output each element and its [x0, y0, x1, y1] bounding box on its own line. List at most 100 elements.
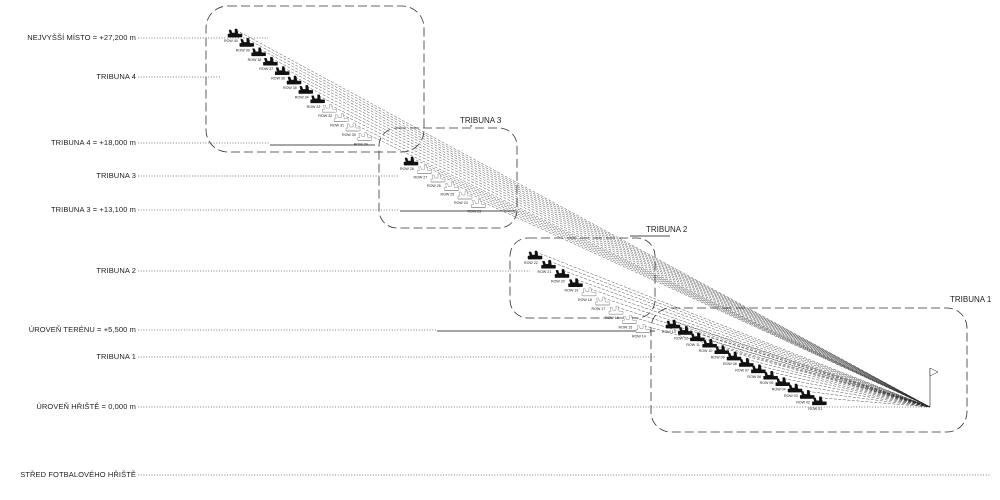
sightline [365, 133, 931, 408]
sightline [353, 123, 931, 408]
seat-icon [738, 358, 754, 367]
label-tribuna-4: TRIBUNA 4 [96, 72, 136, 81]
row-label: ROW 09 [711, 356, 725, 360]
sightline [465, 191, 931, 408]
seat-icon [812, 396, 827, 406]
row-label: ROW 33 [307, 105, 321, 109]
seat-icon [417, 165, 432, 174]
row-label: ROW 02 [796, 400, 810, 404]
title-tribuna-2: TRIBUNA 2 [646, 225, 688, 234]
row-label: ROW 20 [551, 279, 565, 283]
seat-icon [286, 75, 302, 85]
seat-icon [527, 250, 543, 260]
row-label: ROW 31 [330, 124, 344, 128]
sightline [603, 297, 931, 408]
seat-icon [239, 38, 255, 47]
seat-icon [403, 156, 419, 166]
sightline [795, 384, 931, 408]
row-label: ROW 17 [592, 307, 606, 311]
seat-icon [554, 269, 570, 278]
seat-icon [357, 132, 373, 141]
row-label: ROW 25 [441, 193, 455, 197]
label-tribuna-3-level: TRIBUNA 3 = +13,100 m [50, 205, 136, 214]
sightline [808, 391, 931, 408]
row-label: ROW 32 [318, 114, 332, 118]
sightline [759, 365, 931, 408]
row-label: ROW 34 [295, 95, 309, 99]
label-tribuna-4-level: TRIBUNA 4 = +18,000 m [50, 138, 136, 147]
sightline [686, 327, 931, 408]
frame-tribuna-4 [205, 5, 425, 153]
frame-tribuna-1 [650, 307, 968, 433]
row-label: ROW 30 [342, 133, 356, 137]
sightline [452, 183, 931, 408]
row-label: ROW 22 [524, 261, 538, 265]
sightline [673, 320, 931, 408]
sightline [589, 288, 931, 408]
row-label: ROW 04 [772, 388, 786, 392]
frame-tribuna-2 [509, 237, 656, 319]
label-tribuna-3: TRIBUNA 3 [96, 171, 136, 180]
row-label: ROW 10 [699, 349, 713, 353]
seat-icon [763, 370, 778, 380]
row-label: ROW 19 [565, 289, 579, 293]
sightline [330, 105, 931, 408]
sightline [438, 174, 931, 408]
seat-icon [608, 305, 624, 315]
row-label: ROW 38 [248, 58, 262, 62]
sightline [425, 166, 931, 408]
row-label: ROW 05 [760, 381, 774, 385]
seat-icon [751, 364, 766, 374]
seat-icon [322, 103, 337, 113]
seat-icon [444, 182, 459, 191]
row-label: ROW 06 [747, 375, 761, 379]
row-label: ROW 12 [674, 336, 688, 340]
sightline [710, 340, 931, 408]
row-label: ROW 18 [578, 298, 592, 302]
label-tribuna-2: TRIBUNA 2 [96, 266, 136, 275]
sightlines [235, 29, 931, 408]
sightline [318, 95, 931, 408]
seat-icon [622, 315, 637, 324]
seat-icon [690, 332, 705, 342]
row-label: ROW 01 [808, 407, 822, 411]
sightline [235, 29, 931, 408]
seat-icon [635, 324, 651, 333]
seat-icon [702, 338, 717, 348]
row-label: ROW 35 [283, 86, 297, 90]
sightline [549, 261, 931, 408]
sightline [411, 157, 931, 408]
seat-icon [581, 287, 597, 297]
sightline [259, 48, 931, 408]
seat-icon [775, 377, 791, 386]
seat-icon [568, 278, 583, 287]
seat-icon [310, 94, 325, 104]
seat-icon [298, 85, 314, 94]
seat-icon [251, 47, 266, 57]
seat-icon [787, 383, 803, 393]
row-label: ROW 28 [400, 167, 414, 171]
row-label: ROW 15 [619, 325, 633, 329]
row-label: ROW 26 [427, 184, 441, 188]
sightline [306, 86, 931, 408]
sightline [535, 251, 931, 408]
title-tribuna-1: TRIBUNA 1 [950, 295, 992, 304]
row-label: ROW 13 [662, 330, 676, 334]
seat-icon [333, 113, 349, 122]
label-pitch-level: ÚROVEŇ HŘIŠTĚ = 0,000 m [36, 402, 136, 411]
sightline [294, 76, 931, 408]
sightline [771, 372, 931, 408]
seat-icon [274, 66, 290, 75]
seat-icon [430, 173, 446, 183]
title-tribuna-3: TRIBUNA 3 [460, 116, 502, 125]
row-label: ROW 21 [538, 270, 552, 274]
row-label: ROW 40 [224, 39, 238, 43]
row-label: ROW 11 [686, 343, 700, 347]
seat-icon [799, 390, 815, 399]
row-label: ROW 16 [605, 316, 619, 320]
sightline [783, 378, 931, 408]
frame-tribuna-3 [378, 127, 518, 229]
seat-icon [665, 319, 681, 329]
